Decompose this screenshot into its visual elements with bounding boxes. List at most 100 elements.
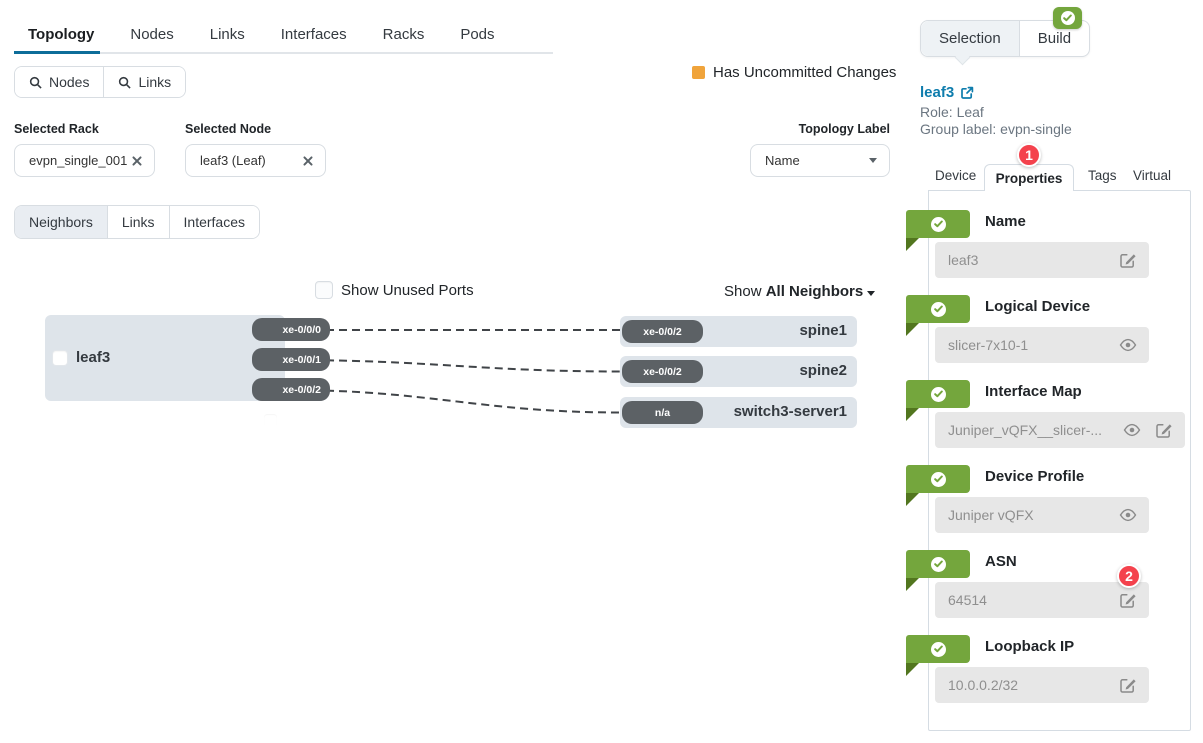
show-prefix-label: Show bbox=[724, 283, 762, 300]
status-ribbon bbox=[906, 380, 970, 408]
port-label: xe-0/0/1 bbox=[282, 353, 321, 366]
tab-tags[interactable]: Tags bbox=[1088, 168, 1117, 183]
tab-properties[interactable]: Properties bbox=[984, 164, 1074, 191]
edit-icon[interactable] bbox=[1119, 676, 1137, 694]
show-all-neighbors-dropdown[interactable]: Show All Neighbors bbox=[724, 283, 876, 300]
topology-label-dropdown[interactable]: Name bbox=[750, 144, 890, 177]
tab-properties-label: Properties bbox=[995, 170, 1063, 186]
port-label: xe-0/0/0 bbox=[282, 323, 321, 336]
ribbon-fold bbox=[906, 408, 919, 421]
property-label-interface-map: Interface Map bbox=[985, 383, 1082, 400]
port-chip-xe-0-0-2[interactable]: xe-0/0/2 bbox=[252, 378, 330, 428]
property-value: Juniper_vQFX__slicer-... bbox=[948, 422, 1103, 438]
clear-rack-icon[interactable] bbox=[132, 156, 142, 166]
tab-topology[interactable]: Topology bbox=[28, 26, 95, 43]
topology-label-label: Topology Label bbox=[798, 122, 890, 136]
eye-icon[interactable] bbox=[1123, 421, 1141, 439]
tab-racks[interactable]: Racks bbox=[382, 26, 425, 43]
selected-rack-label: Selected Rack bbox=[14, 122, 99, 136]
eye-icon[interactable] bbox=[1119, 506, 1137, 524]
subtab-neighbors-label: Neighbors bbox=[29, 214, 93, 230]
links-search-button[interactable]: Links bbox=[104, 67, 186, 97]
neighbor-name: switch3-server1 bbox=[733, 403, 847, 420]
subtab-interfaces-label: Interfaces bbox=[183, 214, 245, 230]
property-field-interface-map: Juniper_vQFX__slicer-... bbox=[935, 412, 1185, 448]
property-field-asn: 64514 bbox=[935, 582, 1149, 618]
node-leaf3-label: leaf3 bbox=[76, 349, 111, 366]
status-ribbon bbox=[906, 635, 970, 663]
build-status-badge bbox=[1053, 7, 1082, 29]
tab-virtual[interactable]: Virtual bbox=[1133, 168, 1172, 183]
tab-device[interactable]: Device bbox=[935, 168, 977, 183]
clear-node-icon[interactable] bbox=[303, 156, 313, 166]
leaf3-link[interactable]: leaf3 bbox=[920, 84, 974, 101]
neighbor-port-chip: n/a bbox=[622, 401, 703, 424]
chevron-down-icon bbox=[869, 158, 877, 163]
eye-icon[interactable] bbox=[1119, 336, 1137, 354]
show-unused-ports-label: Show Unused Ports bbox=[341, 281, 474, 299]
show-value-label: All Neighbors bbox=[765, 283, 864, 300]
properties-panel bbox=[928, 190, 1191, 731]
neighbor-port-chip: xe-0/0/2 bbox=[622, 320, 703, 343]
status-ribbon bbox=[906, 210, 970, 238]
tab-links[interactable]: Links bbox=[209, 26, 245, 43]
tab-selection[interactable]: Selection bbox=[921, 21, 1020, 56]
status-ribbon bbox=[906, 295, 970, 323]
tab-nodes[interactable]: Nodes bbox=[130, 26, 174, 43]
selected-rack-input[interactable]: evpn_single_001 bbox=[14, 144, 155, 177]
port-checkbox[interactable] bbox=[263, 413, 278, 428]
search-icon bbox=[29, 76, 42, 89]
subtab-links[interactable]: Links bbox=[107, 206, 170, 238]
show-unused-ports: Show Unused Ports bbox=[315, 281, 474, 299]
port-label: xe-0/0/2 bbox=[282, 383, 321, 396]
ribbon-fold bbox=[906, 493, 919, 506]
leaf3-link-label: leaf3 bbox=[920, 84, 955, 101]
annotation-badge-1: 1 bbox=[1017, 143, 1041, 167]
edit-icon[interactable] bbox=[1155, 421, 1173, 439]
neighbor-name: spine2 bbox=[799, 362, 847, 379]
selected-rack-value: evpn_single_001 bbox=[29, 153, 128, 168]
node-leaf3[interactable]: leaf3 xe-0/0/0 xe-0/0/1 xe-0/0/2 bbox=[45, 315, 330, 428]
property-field-loopback-ip: 10.0.0.2/32 bbox=[935, 667, 1149, 703]
subtab-neighbors[interactable]: Neighbors bbox=[15, 206, 108, 238]
port-chip-xe-0-0-1[interactable]: xe-0/0/1 bbox=[252, 348, 330, 398]
main-tabs: Topology Nodes Links Interfaces Racks Po… bbox=[28, 26, 495, 43]
neighbor-row-switch3-server1[interactable]: n/a switch3-server1 bbox=[620, 397, 857, 428]
port-chip-xe-0-0-0[interactable]: xe-0/0/0 bbox=[252, 318, 330, 368]
role-text: Role: Leaf bbox=[920, 104, 984, 120]
tabs-underline bbox=[14, 52, 553, 54]
check-icon bbox=[930, 556, 946, 572]
neighbor-row-spine2[interactable]: xe-0/0/2 spine2 bbox=[620, 356, 857, 387]
property-label-asn: ASN bbox=[985, 553, 1017, 570]
property-field-name: leaf3 bbox=[935, 242, 1149, 278]
tab-interfaces[interactable]: Interfaces bbox=[280, 26, 347, 43]
tab-selection-label: Selection bbox=[939, 30, 1001, 47]
tab-build[interactable]: Build bbox=[1020, 21, 1089, 56]
property-label-loopback-ip: Loopback IP bbox=[985, 638, 1075, 655]
node-leaf3-checkbox[interactable] bbox=[52, 350, 68, 366]
check-icon bbox=[930, 216, 946, 232]
status-ribbon bbox=[906, 550, 970, 578]
property-field-logical-device: slicer-7x10-1 bbox=[935, 327, 1149, 363]
nodes-search-button[interactable]: Nodes bbox=[15, 67, 105, 97]
view-subtabs: Neighbors Links Interfaces bbox=[14, 205, 260, 239]
ribbon-fold bbox=[906, 578, 919, 591]
property-value: Juniper vQFX bbox=[948, 507, 1034, 523]
active-tab-underline bbox=[14, 51, 100, 54]
property-label-device-profile: Device Profile bbox=[985, 468, 1085, 485]
property-value: 10.0.0.2/32 bbox=[948, 677, 1019, 693]
property-field-device-profile: Juniper vQFX bbox=[935, 497, 1149, 533]
edit-icon[interactable] bbox=[1119, 251, 1137, 269]
ribbon-fold bbox=[906, 663, 919, 676]
show-unused-ports-checkbox[interactable] bbox=[315, 281, 333, 299]
subtab-interfaces[interactable]: Interfaces bbox=[169, 206, 259, 238]
links-search-label: Links bbox=[138, 74, 172, 90]
selected-node-input[interactable]: leaf3 (Leaf) bbox=[185, 144, 326, 177]
tab-pods[interactable]: Pods bbox=[460, 26, 495, 43]
chevron-down-icon bbox=[867, 291, 876, 296]
edit-icon[interactable] bbox=[1119, 591, 1137, 609]
neighbor-row-spine1[interactable]: xe-0/0/2 spine1 bbox=[620, 316, 857, 347]
topology-link-lines bbox=[286, 329, 622, 414]
check-icon bbox=[930, 471, 946, 487]
ribbon-fold bbox=[906, 323, 919, 336]
